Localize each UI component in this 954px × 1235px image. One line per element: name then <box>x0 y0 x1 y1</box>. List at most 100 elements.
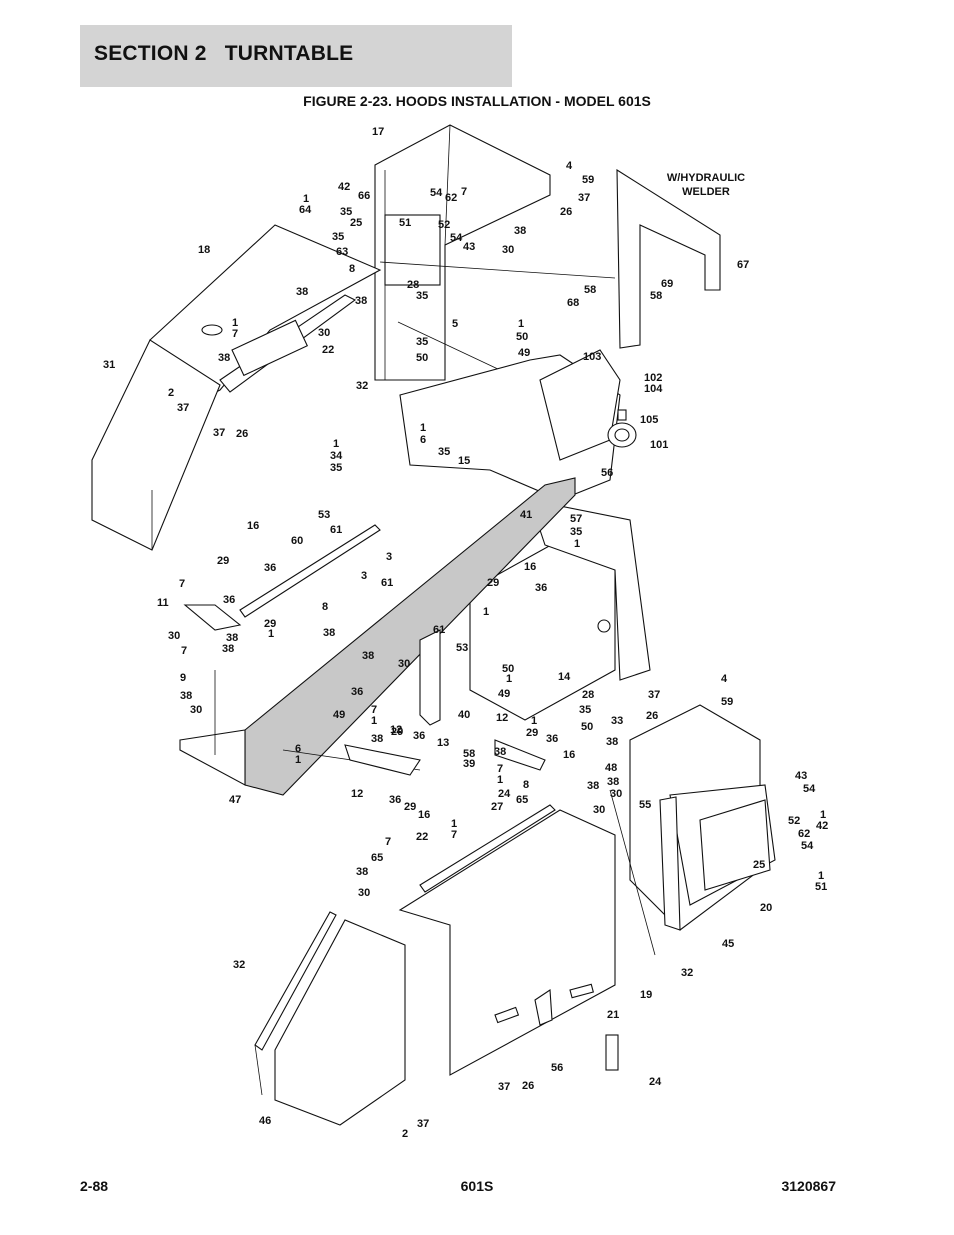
callout-label: 31 <box>103 359 115 371</box>
callout-label: 17 <box>372 126 384 138</box>
callout-label: 30 <box>358 887 370 899</box>
callout-label: 39 <box>463 758 475 770</box>
callout-label: 36 <box>413 730 425 742</box>
callout-label: 58 <box>584 284 596 296</box>
callout-label: 26 <box>646 710 658 722</box>
callout-label: 49 <box>518 347 530 359</box>
callout-label: 6 <box>420 434 426 446</box>
callout-label: 11 <box>157 597 169 609</box>
callout-label: 32 <box>356 380 368 392</box>
footer-page-number: 2-88 <box>80 1178 109 1194</box>
callout-label: 20 <box>760 902 772 914</box>
callout-label: 52 <box>438 219 450 231</box>
hood-17 <box>374 124 551 381</box>
bracket-12b <box>494 739 546 771</box>
callout-label: 58 <box>463 748 475 760</box>
callout-label: 38 <box>218 352 230 364</box>
callout-label: 18 <box>198 244 210 256</box>
callout-label: 1 <box>818 870 824 882</box>
callout-label: 12 <box>496 712 508 724</box>
callout-label: 5 <box>452 318 458 330</box>
callout-label: 30 <box>502 244 514 256</box>
callout-label: 36 <box>223 594 235 606</box>
callout-label: 35 <box>330 462 342 474</box>
callout-label: 35 <box>340 206 352 218</box>
callout-label: 49 <box>333 709 345 721</box>
hood-46 <box>254 911 406 1126</box>
callout-label: 32 <box>233 959 245 971</box>
callout-label: 1 <box>295 754 301 766</box>
callout-label: 29 <box>404 801 416 813</box>
callout-label: 29 <box>487 577 499 589</box>
callout-label: 65 <box>371 852 383 864</box>
callout-label: 8 <box>322 601 328 613</box>
callout-label: 36 <box>389 794 401 806</box>
callout-label: 26 <box>522 1080 534 1092</box>
callout-label: 25 <box>350 217 362 229</box>
callout-label: 7 <box>497 763 503 775</box>
callout-label: 6 <box>295 743 301 755</box>
callout-label: 69 <box>661 278 673 290</box>
welder-note-line1: W/HYDRAULIC <box>667 172 745 184</box>
callout-label: 103 <box>583 351 601 363</box>
callout-label: 13 <box>437 737 449 749</box>
callout-label: 54 <box>450 232 463 244</box>
callout-label: 12 <box>351 788 363 800</box>
callout-label: 7 <box>181 645 187 657</box>
callout-label: 53 <box>318 509 330 521</box>
callout-label: 28 <box>407 279 419 291</box>
callout-label: 57 <box>570 513 582 525</box>
callout-label: 29 <box>217 555 229 567</box>
callout-label: 38 <box>494 746 506 758</box>
callout-label: 62 <box>445 192 457 204</box>
callout-label: 1 <box>531 715 537 727</box>
callout-label: 38 <box>356 866 368 878</box>
latch-24 <box>605 1034 619 1071</box>
callout-label: 4 <box>566 160 573 172</box>
callout-label: 61 <box>330 524 342 536</box>
callout-label: 34 <box>330 450 343 462</box>
callout-label: 4 <box>721 673 728 685</box>
callout-label: 26 <box>560 206 572 218</box>
callout-label: 35 <box>438 446 450 458</box>
callout-label: 45 <box>722 938 734 950</box>
callout-label: 35 <box>579 704 591 716</box>
callout-label: 38 <box>355 295 367 307</box>
callout-label: 50 <box>516 331 528 343</box>
callout-label: 63 <box>336 246 348 258</box>
callout-label: 61 <box>381 577 393 589</box>
callout-label: 62 <box>798 828 810 840</box>
callout-label: 48 <box>605 762 617 774</box>
section-banner: SECTION 2 TURNTABLE <box>80 25 512 87</box>
beam-47 <box>179 477 576 796</box>
callout-label: 104 <box>644 383 663 395</box>
callout-label: 28 <box>582 689 594 701</box>
callout-label: 3 <box>386 551 392 563</box>
callout-label: 65 <box>516 794 528 806</box>
callout-label: 25 <box>753 859 765 871</box>
callout-label: 33 <box>611 715 623 727</box>
callout-label: 32 <box>681 967 693 979</box>
plate-67 <box>616 168 721 349</box>
callout-label: 50 <box>502 663 514 675</box>
callout-label: 1 <box>518 318 524 330</box>
callout-label: 37 <box>417 1118 429 1130</box>
callout-label: 60 <box>291 535 303 547</box>
callout-label: 21 <box>607 1009 619 1021</box>
callout-label: 8 <box>349 263 355 275</box>
callout-label: 41 <box>520 509 532 521</box>
callout-label: 7 <box>232 328 238 340</box>
callout-label: 36 <box>351 686 363 698</box>
bracket-plate <box>231 319 309 377</box>
callout-label: 38 <box>606 736 618 748</box>
callout-label: 1 <box>574 538 580 550</box>
callout-label: 37 <box>213 427 225 439</box>
callout-label: 30 <box>190 704 202 716</box>
frame-32 <box>399 349 637 501</box>
callout-label: 47 <box>229 794 241 806</box>
callout-label: 9 <box>180 672 186 684</box>
callout-label: 2 <box>402 1128 408 1140</box>
callout-label: 35 <box>416 336 428 348</box>
callout-label: 30 <box>168 630 180 642</box>
